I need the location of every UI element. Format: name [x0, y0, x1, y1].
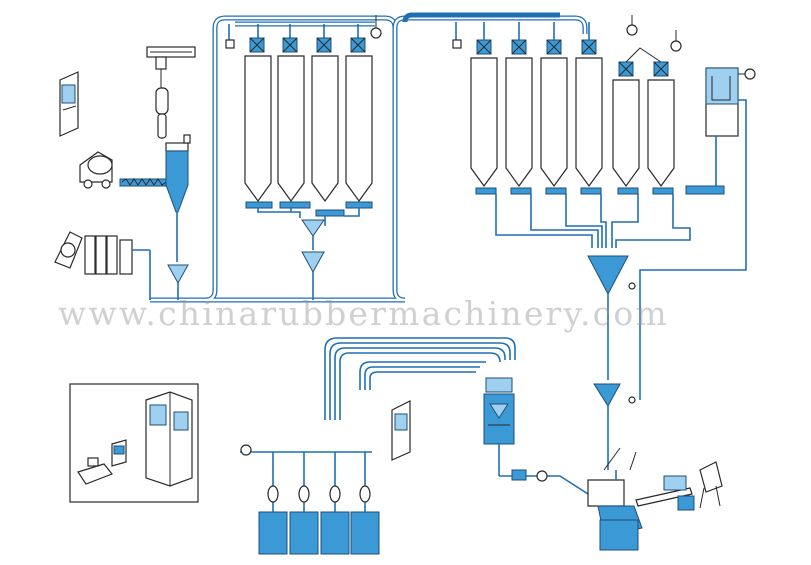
central-weigh-hopper: [587, 255, 636, 470]
server-cabinet: [145, 391, 193, 487]
control-room-inset: [69, 383, 199, 503]
control-cabinet-small: [59, 71, 79, 137]
liquid-scale-tank: [483, 377, 589, 495]
dust-collector: [639, 67, 756, 400]
control-cabinet-medium: [391, 400, 411, 461]
additive-tank-3: [320, 452, 350, 555]
silo-left-4: [345, 24, 373, 209]
silo-left-2: [277, 24, 305, 203]
mixer-unit: [54, 231, 150, 275]
feed-hopper: [149, 134, 191, 300]
additive-tank-4: [350, 452, 380, 555]
silo-right-3: [540, 39, 568, 188]
liquid-pipe-bundle: [324, 337, 516, 420]
silo-right-4: [575, 39, 603, 188]
silo-right-6: [647, 61, 675, 188]
hoist-crane: [146, 46, 196, 139]
additive-tanks: [240, 444, 380, 555]
additive-tank-1: [258, 452, 288, 555]
silo-left-3: [311, 24, 339, 203]
main-mixer: [587, 447, 643, 551]
computer-workstation: [77, 439, 127, 485]
left-silo-group: [225, 15, 382, 300]
right-silo-group: [452, 15, 725, 248]
screw-conveyor: [119, 178, 169, 187]
silo-right-5: [612, 61, 640, 188]
discharge-conveyor: [635, 461, 723, 511]
silo-right-2: [505, 39, 533, 188]
additive-tank-2: [289, 452, 319, 555]
delivery-truck: [79, 151, 113, 189]
silo-left-1: [244, 24, 273, 209]
silo-right-1: [470, 39, 498, 188]
